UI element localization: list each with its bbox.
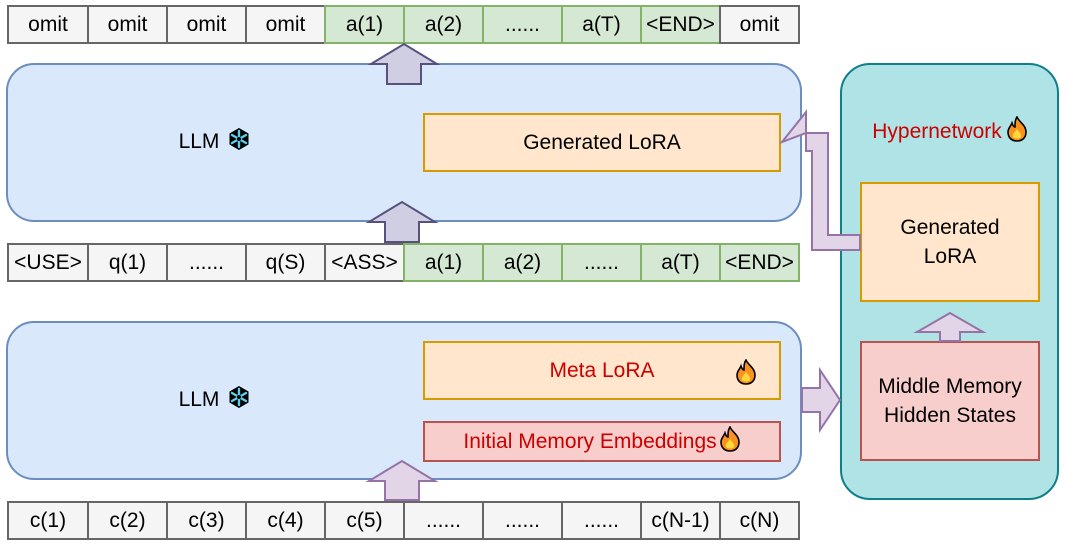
output-token-answer: a(T) bbox=[561, 5, 642, 44]
initial-memory-embeddings-box: Initial Memory Embeddings bbox=[423, 421, 781, 462]
context-token: c(5) bbox=[324, 501, 405, 540]
hyper-generated-lora-label: Generated LoRA bbox=[900, 216, 1000, 268]
generated-lora-label: Generated LoRA bbox=[523, 130, 681, 154]
output-token: omit bbox=[166, 5, 247, 44]
context-token: c(4) bbox=[245, 501, 326, 540]
lower-llm-label-group: LLM bbox=[150, 384, 280, 416]
context-token: c(1) bbox=[7, 501, 89, 540]
context-token: c(N) bbox=[719, 501, 800, 540]
upper-llm-label: LLM bbox=[178, 130, 220, 153]
prompt-token-answer: a(T) bbox=[640, 243, 721, 282]
context-token: ...... bbox=[403, 501, 484, 540]
generated-lora-box: Generated LoRA bbox=[423, 113, 781, 172]
prompt-token-answer: a(2) bbox=[482, 243, 563, 282]
output-token: omit bbox=[87, 5, 168, 44]
context-token: c(2) bbox=[87, 501, 168, 540]
prompt-token-row: <USE> q(1) ...... q(S) <ASS> a(1) a(2) .… bbox=[7, 243, 800, 282]
hyper-generated-lora-box: Generated LoRA bbox=[860, 182, 1040, 302]
output-token-answer: a(1) bbox=[324, 5, 405, 44]
middle-memory-hidden-states-box: Middle Memory Hidden States bbox=[860, 341, 1040, 461]
lower-llm-label: LLM bbox=[178, 388, 220, 411]
output-token: omit bbox=[245, 5, 326, 44]
context-token: c(3) bbox=[166, 501, 247, 540]
output-token: omit bbox=[7, 5, 89, 44]
prompt-token-answer: <END> bbox=[719, 243, 800, 282]
context-token-row: c(1) c(2) c(3) c(4) c(5) ...... ...... .… bbox=[7, 501, 800, 540]
prompt-token-answer: ...... bbox=[561, 243, 642, 282]
prompt-token: q(1) bbox=[87, 243, 168, 282]
context-token: c(N-1) bbox=[640, 501, 721, 540]
snowflake-icon bbox=[227, 385, 251, 415]
fire-icon bbox=[719, 424, 741, 458]
output-token-answer: <END> bbox=[640, 5, 721, 44]
meta-lora-label: Meta LoRA bbox=[549, 358, 655, 382]
upper-llm-label-group: LLM bbox=[150, 126, 280, 158]
prompt-token: <USE> bbox=[7, 243, 89, 282]
arrow-right-icon bbox=[801, 366, 842, 434]
fire-icon bbox=[1006, 115, 1028, 148]
context-token: ...... bbox=[482, 501, 563, 540]
snowflake-icon bbox=[227, 127, 251, 157]
middle-memory-hidden-states-label: Middle Memory Hidden States bbox=[878, 375, 1022, 427]
meta-lora-box: Meta LoRA bbox=[423, 341, 781, 400]
prompt-token: ...... bbox=[166, 243, 247, 282]
prompt-token-answer: a(1) bbox=[403, 243, 484, 282]
output-token: omit bbox=[719, 5, 800, 44]
hypernetwork-title-group: Hypernetwork bbox=[850, 115, 1050, 148]
prompt-token: q(S) bbox=[245, 243, 326, 282]
fire-icon bbox=[735, 358, 757, 391]
output-token-answer: a(2) bbox=[403, 5, 484, 44]
initial-memory-embeddings-label: Initial Memory Embeddings bbox=[463, 429, 717, 453]
output-token-row: omit omit omit omit a(1) a(2) ...... a(T… bbox=[7, 5, 800, 44]
output-token-answer: ...... bbox=[482, 5, 563, 44]
context-token: ...... bbox=[561, 501, 642, 540]
hypernetwork-title: Hypernetwork bbox=[872, 120, 1002, 143]
prompt-token: <ASS> bbox=[324, 243, 405, 282]
